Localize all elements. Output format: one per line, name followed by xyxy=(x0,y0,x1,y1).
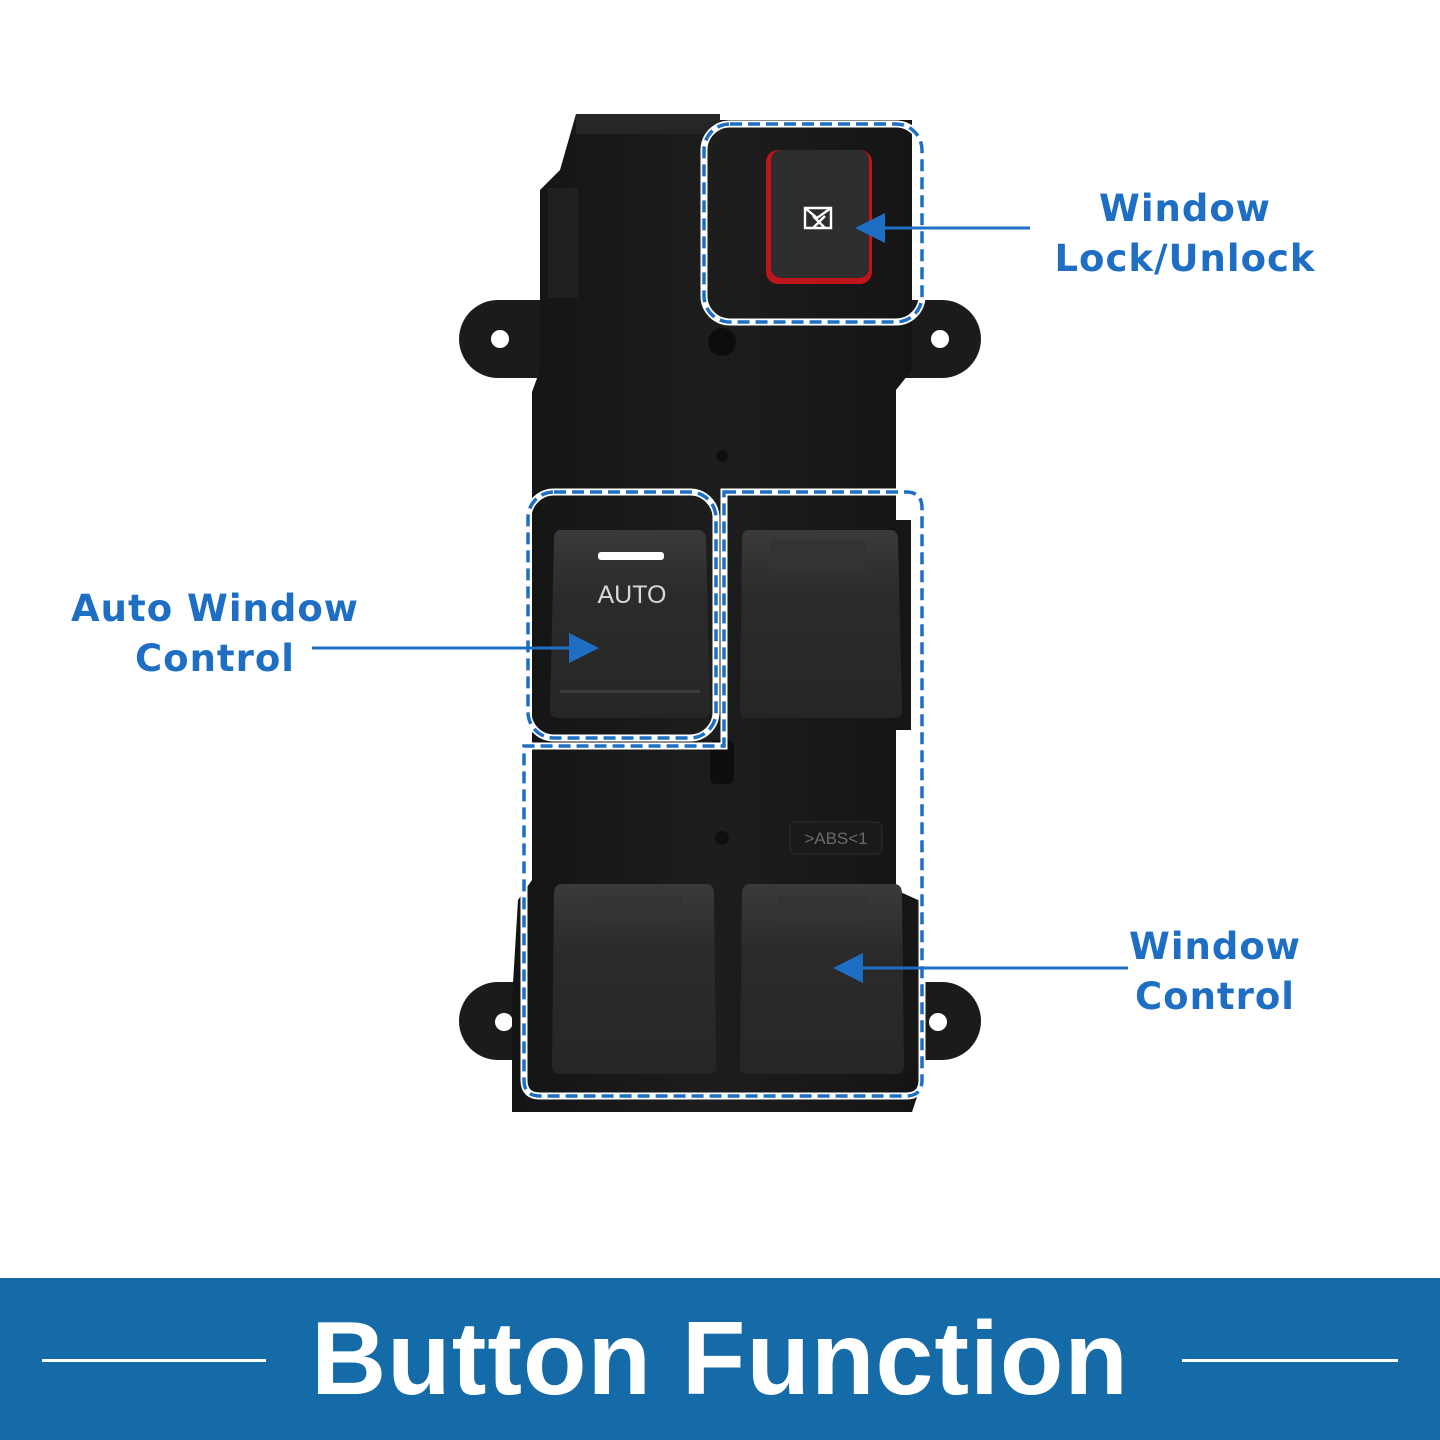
mount-hole-bottom-left xyxy=(495,1013,513,1031)
window-lock-button[interactable] xyxy=(766,150,872,284)
mount-hole-top-right xyxy=(931,330,949,348)
auto-indicator-light xyxy=(598,552,664,560)
banner-divider-right xyxy=(1182,1359,1398,1362)
auto-button-label: AUTO xyxy=(598,581,667,609)
window-lock-label-line1: Window xyxy=(1099,187,1271,230)
window-button-front-right[interactable] xyxy=(740,530,902,718)
part-marking: >ABS<1 xyxy=(789,821,883,855)
banner-divider-left xyxy=(42,1359,266,1362)
auto-window-button[interactable]: AUTO xyxy=(550,530,710,718)
window-lock-label: Window Lock/Unlock xyxy=(1030,184,1340,284)
banner-title: Button Function xyxy=(311,1301,1129,1417)
mount-hole-bottom-right xyxy=(929,1013,947,1031)
window-button-rear-right[interactable] xyxy=(740,884,904,1074)
mount-hole-top-left xyxy=(491,330,509,348)
auto-window-label: Auto Window Control xyxy=(60,584,370,684)
window-control-label-line1: Window xyxy=(1129,925,1301,968)
highlight-outlines xyxy=(520,120,926,1100)
title-banner: Button Function xyxy=(0,1278,1440,1440)
auto-window-label-line2: Control xyxy=(135,637,295,680)
window-control-label-line2: Control xyxy=(1135,975,1295,1018)
window-button-rear-left[interactable] xyxy=(552,884,716,1074)
window-lock-label-line2: Lock/Unlock xyxy=(1054,237,1316,280)
auto-window-label-line1: Auto Window xyxy=(71,587,359,630)
window-lock-icon xyxy=(803,206,833,230)
svg-text:>ABS<1: >ABS<1 xyxy=(804,829,867,848)
window-control-label: Window Control xyxy=(1080,922,1350,1022)
